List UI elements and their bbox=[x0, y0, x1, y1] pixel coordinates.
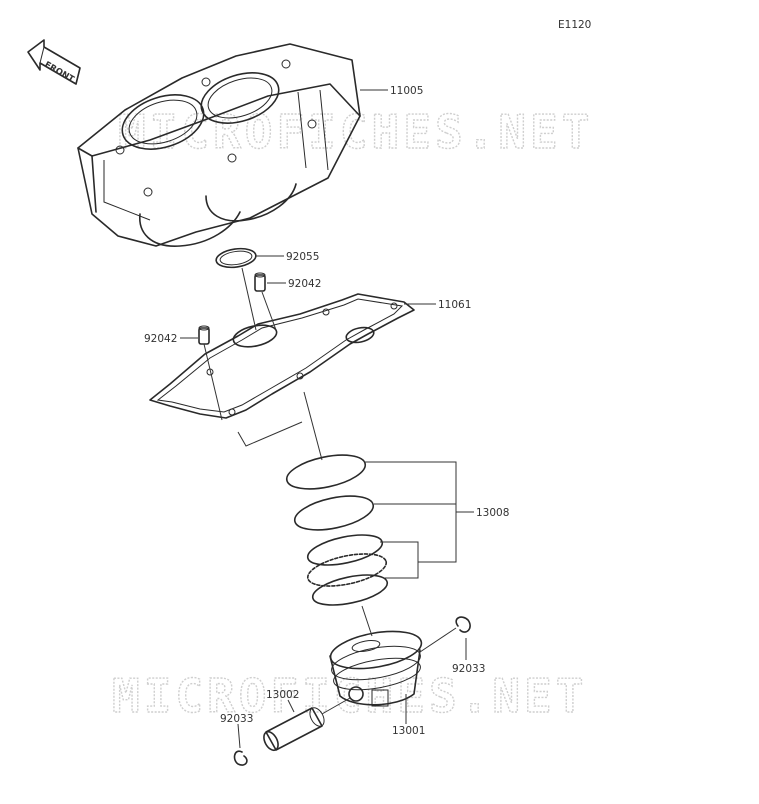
part-label-92033-right: 92033 bbox=[452, 663, 485, 675]
part-label-92042-left: 92042 bbox=[144, 333, 177, 345]
front-arrow-icon: FRONT bbox=[27, 39, 81, 85]
cylinder-block bbox=[77, 43, 361, 247]
front-label: FRONT bbox=[43, 60, 76, 85]
part-label-92033-left: 92033 bbox=[220, 713, 253, 725]
piston-ring-set bbox=[285, 454, 389, 606]
part-label-92055: 92055 bbox=[286, 251, 319, 263]
part-label-11061: 11061 bbox=[438, 299, 471, 311]
diagram-code: E1120 bbox=[558, 19, 591, 31]
o-ring bbox=[215, 247, 257, 269]
part-label-13002: 13002 bbox=[266, 689, 299, 701]
dowel-pin-top bbox=[254, 272, 266, 292]
part-label-92042-top: 92042 bbox=[288, 278, 321, 290]
part-label-13001: 13001 bbox=[392, 725, 425, 737]
piston bbox=[329, 630, 423, 707]
circlip-right bbox=[455, 616, 471, 633]
cylinder-gasket bbox=[149, 293, 415, 419]
dowel-pin-left bbox=[198, 325, 210, 345]
circlip-left bbox=[233, 750, 248, 766]
watermark-top: MICROFICHES.NET bbox=[118, 105, 593, 159]
watermark-bottom: MICROFICHES.NET bbox=[112, 669, 587, 723]
part-label-13008: 13008 bbox=[476, 507, 509, 519]
part-label-11005: 11005 bbox=[390, 85, 423, 97]
